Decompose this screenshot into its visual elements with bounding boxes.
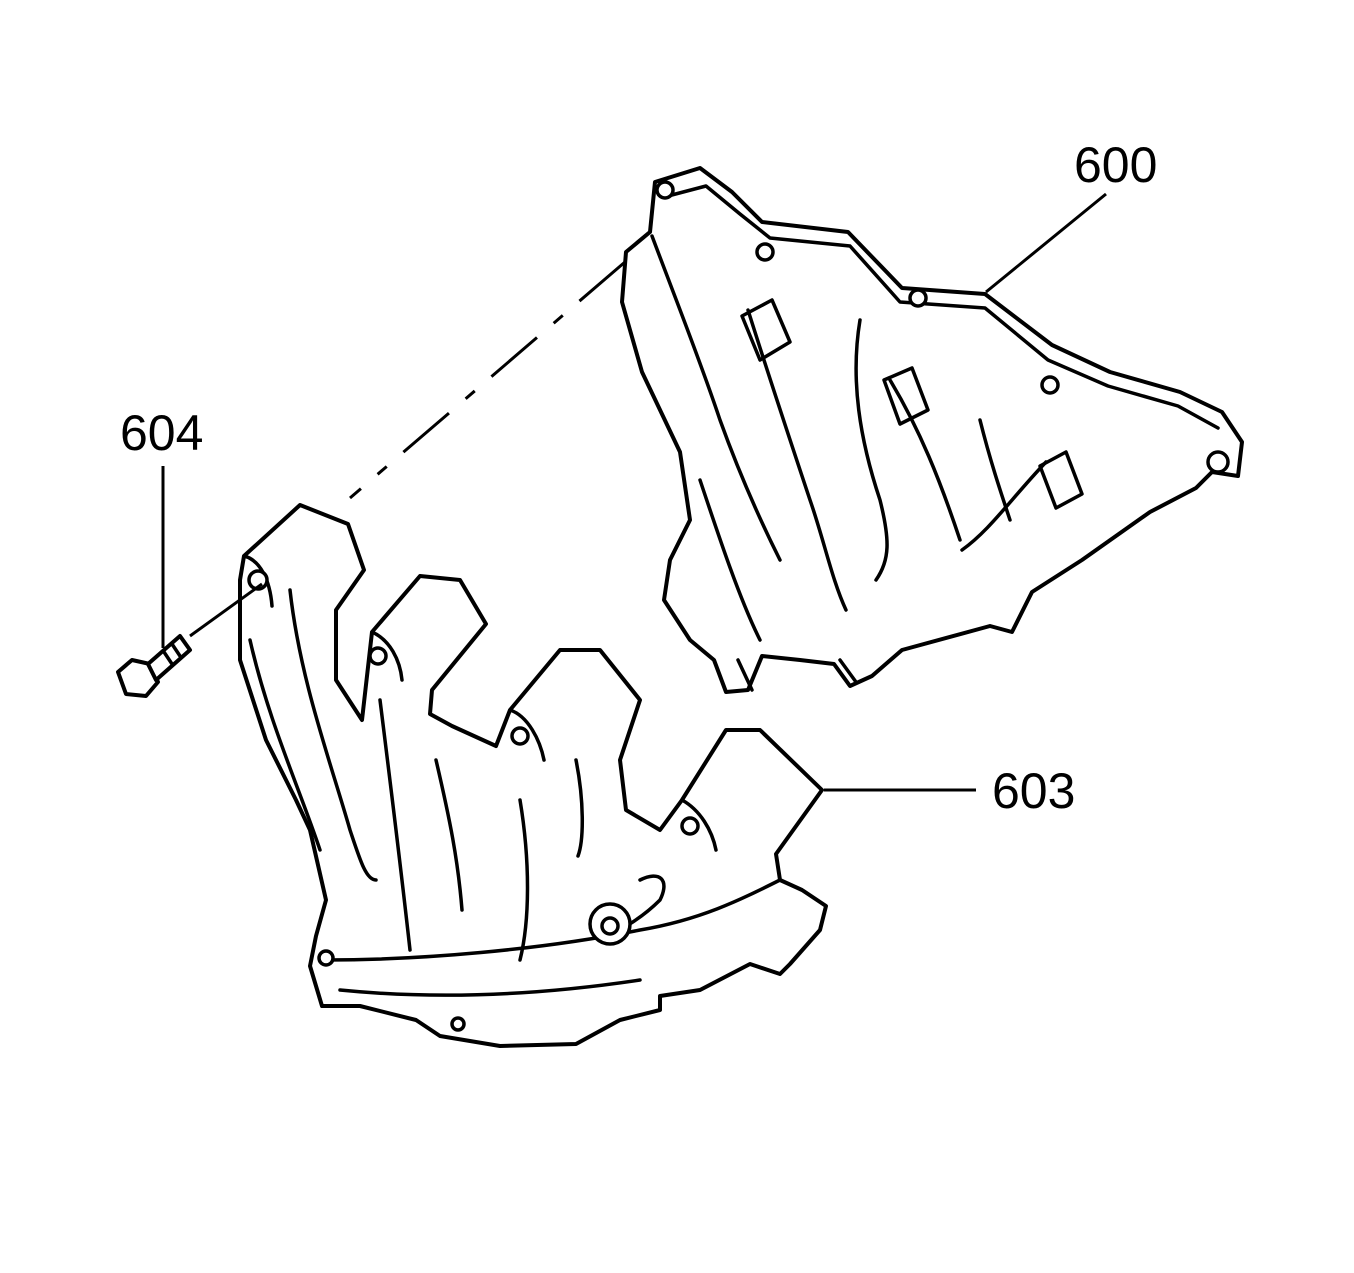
shield-bolt-hole-6 [450,1016,466,1032]
leader-line-600 [985,192,1107,294]
shield-finger-3-edge [508,708,546,762]
shield-bolt-hole-4 [680,816,700,836]
shield-rib-5 [518,798,530,962]
manifold-bolt-hole-5 [1206,450,1230,474]
shield-rib-6 [574,758,584,858]
shield-rib-1 [248,638,322,852]
manifold-side-curve [978,418,1012,522]
manifold-runner-3 [854,318,889,582]
callout-604: 604 [120,405,203,461]
manifold-alignment-line [349,260,626,500]
shield-finger-4-edge [680,798,718,852]
manifold-bolt-hole-1 [655,180,675,200]
manifold-bolt-hole-3 [908,288,928,308]
manifold-runner-4 [888,378,962,542]
bolt-alignment-line [189,582,263,638]
manifold-collector-curve [698,478,762,642]
bolt-thread [162,642,182,666]
manifold-runner-5 [960,460,1048,552]
bolt-hex-head [116,658,160,698]
manifold-port-3 [1038,450,1084,510]
exhaust-manifold-outline [620,166,1244,694]
callout-600: 600 [1074,137,1157,193]
shield-bolt-hole-2 [368,646,388,666]
shield-bolt-hole-3 [510,726,530,746]
manifold-port-1 [740,298,792,362]
shield-rib-3 [378,698,412,952]
shield-bolt-hole-1 [247,569,269,591]
manifold-stud-lower [736,658,858,692]
manifold-bolt-hole-2 [755,242,775,262]
exhaust-manifold [620,166,1244,694]
callout-603: 603 [992,763,1075,819]
shield-bottom-lip [338,978,642,997]
heat-shield-bolt [116,634,192,698]
manifold-flange-edge [666,184,1220,430]
manifold-bolt-hole-4 [1040,375,1060,395]
shield-rib-4 [434,758,464,912]
manifold-port-2 [882,366,930,426]
shield-bolt-hole-5 [317,949,335,967]
shield-rib-2 [288,588,378,882]
heat-shield [238,503,828,1048]
shield-finger-2-edge [370,630,404,682]
manifold-runner-2 [746,308,848,612]
manifold-runner-1 [650,234,782,562]
shield-mount-hole [600,916,620,936]
